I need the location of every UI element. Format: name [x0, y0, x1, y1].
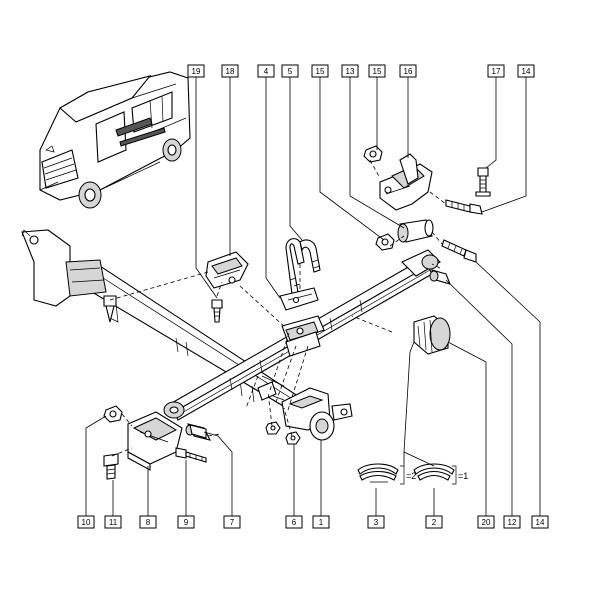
callout-20: 20 [477, 515, 495, 529]
nut-15-lower [375, 233, 395, 251]
callout-14-top: 14 [517, 64, 535, 78]
svg-text:9: 9 [184, 518, 189, 527]
van-illustration [39, 71, 191, 209]
hanger-bracket-16 [379, 153, 433, 211]
callout-5: 5 [281, 64, 299, 78]
svg-text:10: 10 [82, 518, 91, 527]
svg-text:14: 14 [536, 518, 545, 527]
svg-text:4: 4 [264, 67, 269, 76]
svg-text:6: 6 [292, 518, 297, 527]
callout-11: 11 [104, 515, 122, 529]
nut-15-upper [363, 145, 383, 163]
bushing-7 [185, 423, 212, 441]
center-clamp [279, 238, 325, 357]
callout-3: 3 [367, 515, 385, 529]
svg-text:15: 15 [316, 67, 325, 76]
axle-hub [257, 375, 353, 441]
callout-10: 10 [77, 515, 95, 529]
svg-text:13: 13 [346, 67, 355, 76]
svg-text:17: 17 [492, 67, 501, 76]
svg-text:3: 3 [374, 518, 379, 527]
callout-6: 6 [285, 515, 303, 529]
svg-text:18: 18 [226, 67, 235, 76]
bolt-17 [475, 167, 491, 197]
bump-stop-20 [413, 315, 451, 355]
bolt-9 [175, 447, 207, 463]
svg-text:14: 14 [522, 67, 531, 76]
bolt-11 [103, 453, 119, 480]
callout-9: 9 [177, 515, 195, 529]
callout-15-right: 15 [368, 64, 386, 78]
callout-16: 16 [399, 64, 417, 78]
bushing-13 [397, 219, 434, 243]
svg-text:11: 11 [109, 518, 118, 527]
svg-text:16: 16 [404, 67, 413, 76]
callout-1: 1 [312, 515, 330, 529]
callout-19: 19 [187, 64, 205, 78]
svg-text:19: 19 [192, 67, 201, 76]
callouts-bottom: 10 11 8 9 7 6 1 3 [77, 515, 549, 529]
bolt-14-upper [445, 199, 483, 215]
left-leaf-equation: =2 [406, 471, 416, 481]
callout-2: 2 [425, 515, 443, 529]
right-leaf-equation: =1 [458, 471, 468, 481]
svg-text:2: 2 [432, 518, 437, 527]
svg-text:20: 20 [482, 518, 491, 527]
leaf-symbols: =2 =1 [357, 463, 468, 485]
callout-13: 13 [341, 64, 359, 78]
nuts-6 [265, 421, 301, 445]
leader-lines [85, 77, 541, 516]
assembly-dashes [109, 159, 447, 457]
bolt-19 [211, 299, 223, 323]
callout-17: 17 [487, 64, 505, 78]
bump-stop-bracket [205, 251, 249, 289]
svg-text:15: 15 [373, 67, 382, 76]
nut-10 [103, 405, 123, 423]
callout-12: 12 [503, 515, 521, 529]
svg-text:8: 8 [146, 518, 151, 527]
bushing-12 [429, 269, 451, 285]
callout-8: 8 [139, 515, 157, 529]
svg-text:5: 5 [288, 67, 293, 76]
callout-7: 7 [223, 515, 241, 529]
callouts-top: 19 18 4 5 15 13 15 16 [187, 64, 535, 78]
callout-14-bottom: 14 [531, 515, 549, 529]
svg-text:1: 1 [319, 518, 324, 527]
callout-4: 4 [257, 64, 275, 78]
callout-18: 18 [221, 64, 239, 78]
svg-text:12: 12 [508, 518, 517, 527]
bolt-14-lower [441, 239, 477, 263]
callout-15-left: 15 [311, 64, 329, 78]
shackle-plate [127, 411, 183, 471]
svg-text:7: 7 [230, 518, 235, 527]
